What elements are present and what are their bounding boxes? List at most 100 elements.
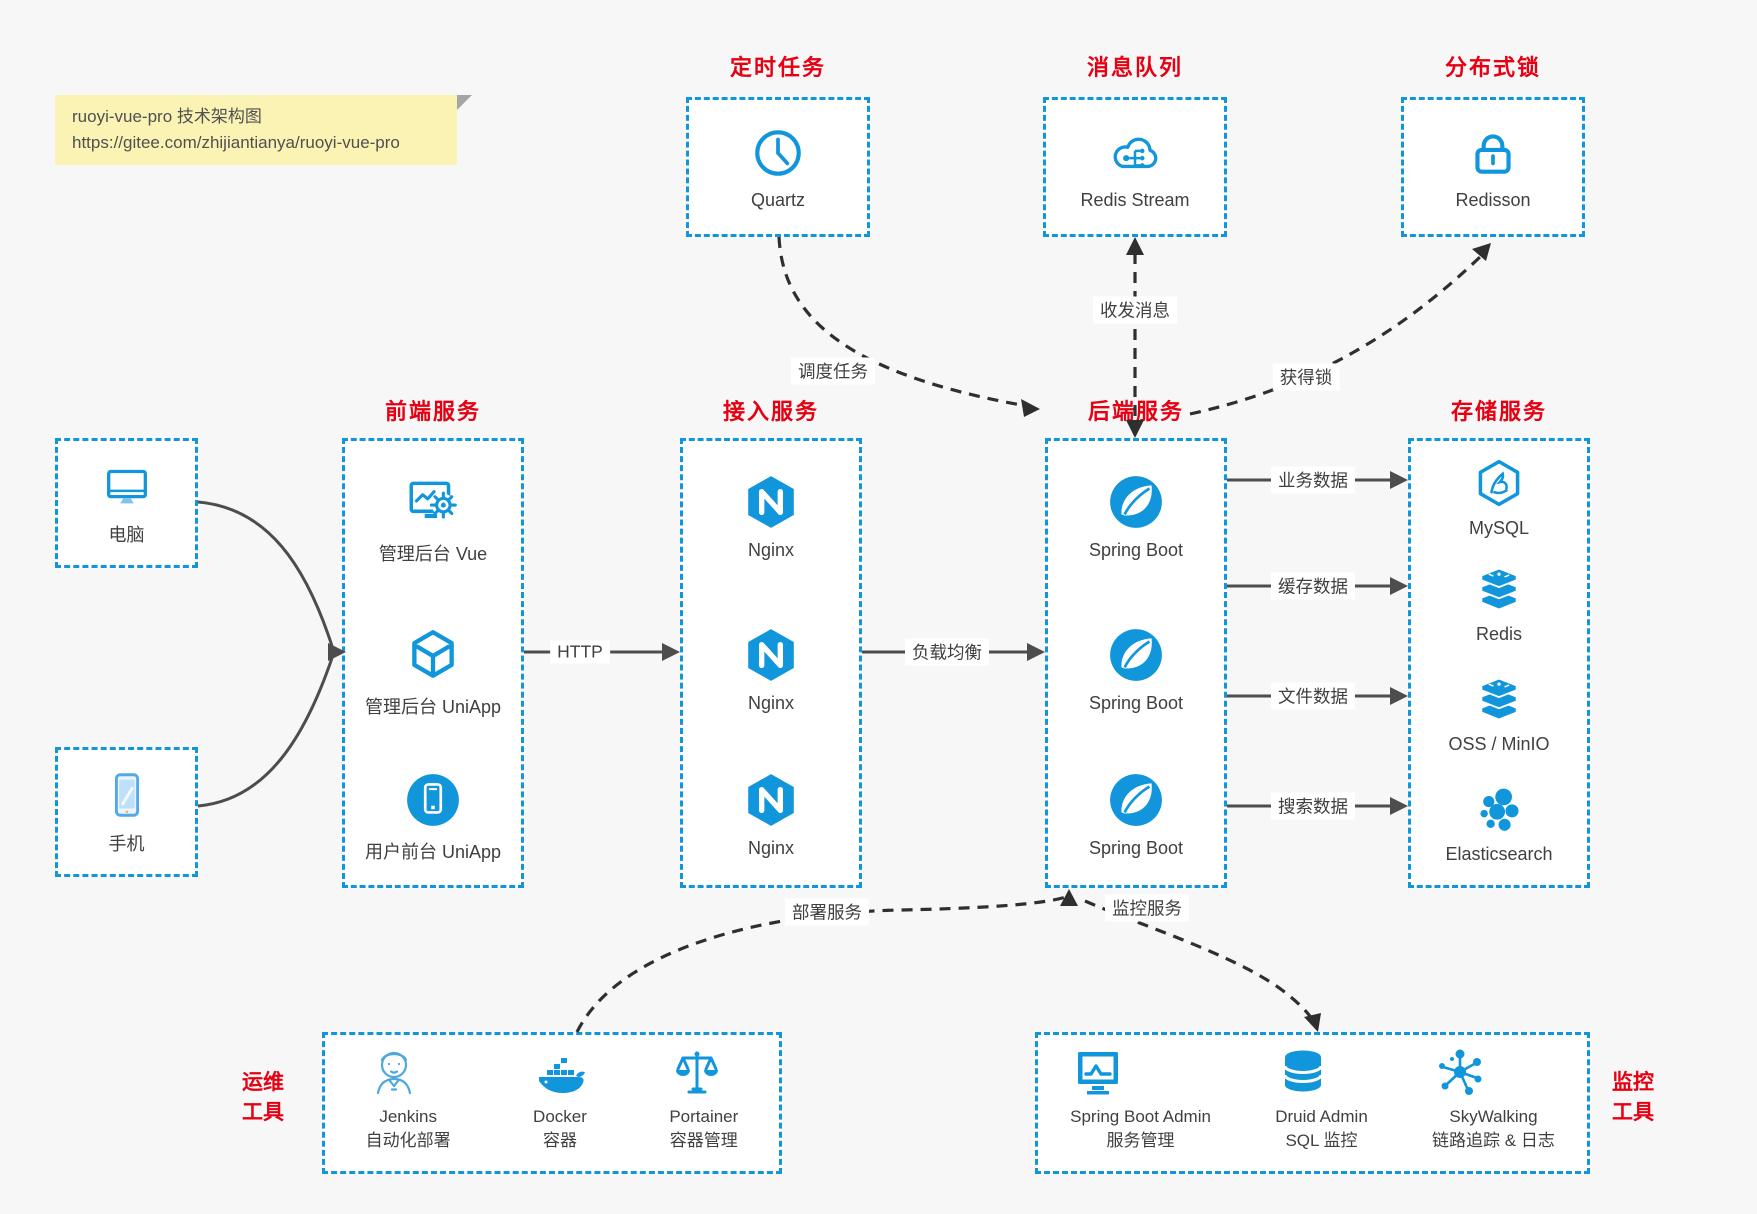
backend-box: Spring Boot Spring Boot Spring Boot xyxy=(1045,438,1227,888)
skywalking-icon xyxy=(1432,1045,1555,1101)
note-fold-corner xyxy=(457,95,472,110)
edge-label-messages: 收发消息 xyxy=(1093,296,1177,324)
clock-icon xyxy=(749,124,807,182)
monitoring-item: SkyWalking 链路追踪 & 日志 xyxy=(1432,1045,1555,1153)
item-label: MySQL xyxy=(1468,518,1529,538)
docker-icon xyxy=(532,1045,588,1101)
item-sublabel: 自动化部署 xyxy=(365,1130,451,1150)
edge-label-cache-data: 缓存数据 xyxy=(1271,572,1355,600)
storage-box: MySQL Redis OSS / MinIO Elasticsearch xyxy=(1408,438,1590,888)
edge-label-load-balance: 负载均衡 xyxy=(905,638,989,666)
item-label: Redis xyxy=(1475,624,1523,644)
gateway-item: Nginx xyxy=(683,771,859,859)
item-label: Spring Boot xyxy=(1088,693,1184,713)
item-label: Quartz xyxy=(750,189,806,210)
group-title-frontend: 前端服务 xyxy=(384,399,481,424)
item-sublabel: 服务管理 xyxy=(1106,1130,1175,1150)
ops-item: Portainer 容器管理 xyxy=(669,1045,738,1153)
scheduler-box: Quartz xyxy=(686,97,870,237)
monitoring-box: Spring Boot Admin 服务管理 Druid Admin SQL 监… xyxy=(1035,1032,1590,1174)
item-label: 管理后台 Vue xyxy=(378,544,488,564)
group-title-storage: 存储服务 xyxy=(1450,399,1547,424)
backend-item: Spring Boot xyxy=(1048,771,1224,859)
monitor-chart-icon xyxy=(1070,1045,1211,1101)
item-label: Spring Boot xyxy=(1088,838,1184,858)
group-title-mq: 消息队列 xyxy=(1086,55,1183,80)
item-label: 管理后台 UniApp xyxy=(364,697,502,717)
group-title-lock: 分布式锁 xyxy=(1444,55,1541,80)
smartphone-icon xyxy=(100,768,154,822)
item-sublabel: 容器管理 xyxy=(669,1130,738,1150)
redis-stack-icon xyxy=(1473,563,1525,615)
gateway-item: Nginx xyxy=(683,626,859,714)
group-title-gateway: 接入服务 xyxy=(722,399,819,424)
frontend-box: 管理后台 Vue 管理后台 UniApp 用户前台 UniApp xyxy=(342,438,524,888)
item-label: Nginx xyxy=(747,540,795,560)
note-url: https://gitee.com/zhijiantianya/ruoyi-vu… xyxy=(72,133,400,153)
edge-label-schedule: 调度任务 xyxy=(791,357,875,385)
item-label: Druid Admin xyxy=(1275,1107,1368,1126)
item-label: Redisson xyxy=(1455,189,1531,210)
storage-item: MySQL xyxy=(1411,457,1587,539)
item-label: Spring Boot Admin xyxy=(1070,1107,1211,1126)
storage-stack-icon xyxy=(1473,673,1525,725)
computer-box: 电脑 xyxy=(55,438,198,568)
edge-label-deploy: 部署服务 xyxy=(785,898,869,926)
edge-label-file-data: 文件数据 xyxy=(1271,682,1355,710)
ops-item: Docker 容器 xyxy=(532,1045,588,1153)
sticky-note: ruoyi-vue-pro 技术架构图 https://gitee.com/zh… xyxy=(55,95,472,165)
item-label: OSS / MinIO xyxy=(1448,734,1550,754)
item-label: Portainer xyxy=(669,1107,739,1126)
nginx-icon xyxy=(742,626,800,684)
mq-box: Redis Stream xyxy=(1043,97,1227,237)
edge-label-monitor: 监控服务 xyxy=(1105,894,1189,922)
frontend-item: 管理后台 Vue xyxy=(345,473,521,566)
edge-label-search-data: 搜索数据 xyxy=(1271,792,1355,820)
nginx-icon xyxy=(742,473,800,531)
admin-vue-icon xyxy=(404,473,462,531)
backend-item: Spring Boot xyxy=(1048,626,1224,714)
mobile-app-icon xyxy=(404,771,462,829)
storage-item: Elasticsearch xyxy=(1411,783,1587,865)
item-label: 用户前台 UniApp xyxy=(364,842,502,862)
lock-icon xyxy=(1464,124,1522,182)
note-title: ruoyi-vue-pro 技术架构图 xyxy=(72,107,262,126)
jenkins-icon xyxy=(366,1045,451,1101)
storage-item: OSS / MinIO xyxy=(1411,673,1587,755)
frontend-item: 用户前台 UniApp xyxy=(345,771,521,864)
edge-label-business-data: 业务数据 xyxy=(1271,466,1355,494)
spring-icon xyxy=(1107,771,1165,829)
backend-item: Spring Boot xyxy=(1048,473,1224,561)
item-label: Elasticsearch xyxy=(1445,844,1553,864)
database-icon xyxy=(1275,1045,1368,1101)
item-sublabel: 链路追踪 & 日志 xyxy=(1432,1130,1555,1150)
group-title-ops: 运维工具 xyxy=(242,1071,284,1125)
item-sublabel: SQL 监控 xyxy=(1285,1130,1358,1150)
storage-item: Redis xyxy=(1411,563,1587,645)
group-title-backend: 后端服务 xyxy=(1087,399,1184,424)
item-label: 电脑 xyxy=(108,525,145,545)
item-label: SkyWalking xyxy=(1449,1107,1538,1126)
elasticsearch-icon xyxy=(1473,783,1525,835)
edge-phone-to-frontend xyxy=(197,657,334,808)
edge-computer-to-frontend xyxy=(197,500,334,647)
item-sublabel: 容器 xyxy=(542,1130,577,1150)
item-label: Redis Stream xyxy=(1080,189,1190,210)
edge-label-http: HTTP xyxy=(550,640,610,664)
gateway-box: Nginx Nginx Nginx xyxy=(680,438,862,888)
phone-box: 手机 xyxy=(55,747,198,877)
item-label: Nginx xyxy=(747,693,795,713)
cube-icon xyxy=(404,626,462,684)
gateway-item: Nginx xyxy=(683,473,859,561)
item-label: Spring Boot xyxy=(1088,540,1184,560)
group-title-scheduler: 定时任务 xyxy=(729,55,826,80)
ops-item: Jenkins 自动化部署 xyxy=(366,1045,451,1153)
edge-label-acquire-lock: 获得锁 xyxy=(1272,363,1340,391)
item-label: Docker xyxy=(533,1107,587,1126)
monitoring-item: Druid Admin SQL 监控 xyxy=(1275,1045,1368,1153)
mysql-icon xyxy=(1473,457,1525,509)
item-label: Nginx xyxy=(747,838,795,858)
desktop-icon xyxy=(100,459,154,513)
cloud-stream-icon xyxy=(1106,124,1164,182)
